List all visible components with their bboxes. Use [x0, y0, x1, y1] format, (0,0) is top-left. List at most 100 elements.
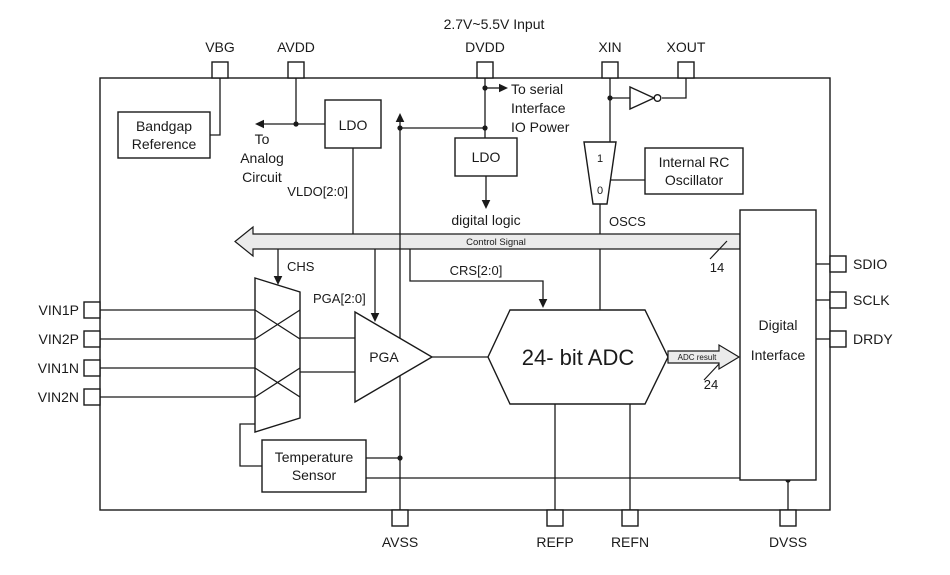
crs-arrow-icon — [538, 299, 548, 308]
input-mux-crossbar-icon — [254, 309, 301, 398]
to-analog-line-2: Analog — [240, 150, 284, 166]
junction-dot — [607, 95, 613, 101]
pin-dvss — [779, 509, 797, 527]
pga-label: PGA — [369, 349, 399, 365]
wire-temp-mux — [239, 423, 262, 467]
pin-vin2n — [83, 388, 101, 406]
wire-vbg-bandgap — [210, 78, 221, 136]
pga-block — [354, 310, 434, 404]
ldo1-block — [324, 99, 382, 149]
bottom-pins: AVSS REFP REFN DVSS — [382, 509, 807, 550]
pin-avdd — [287, 61, 305, 79]
pin-label-sdio: SDIO — [853, 256, 887, 272]
ldo2-block — [454, 137, 518, 177]
clock-mux-input-1-label: 1 — [597, 153, 603, 165]
pin-avss — [391, 509, 409, 527]
bandgap-label-1: Bandgap — [136, 118, 192, 134]
bus-width-tick-icon — [709, 240, 728, 260]
digital-interface-label-2: Interface — [751, 347, 806, 363]
clock-mux — [583, 141, 617, 205]
pin-label-dvss: DVSS — [769, 534, 807, 550]
pin-refn — [621, 509, 639, 527]
wire-crs — [409, 249, 544, 300]
pga-ctrl-arrow-icon — [370, 313, 380, 322]
to-serial-arrow-icon — [499, 83, 508, 93]
pin-vin1n — [83, 359, 101, 377]
wires — [100, 78, 830, 510]
temperature-sensor-block — [261, 439, 367, 493]
input-mux — [254, 277, 301, 433]
to-analog-line-1: To — [255, 131, 270, 147]
control-signal-bus-arrow-icon — [234, 225, 741, 258]
pin-label-sclk: SCLK — [853, 292, 890, 308]
adc-block — [487, 309, 669, 405]
to-analog-line-3: Circuit — [242, 169, 282, 185]
oscillator-buffer-icon — [629, 85, 656, 111]
pin-xout — [677, 61, 695, 79]
left-pins: VIN1P VIN2P VIN1N VIN2N — [38, 301, 101, 406]
adc-label: 24- bit ADC — [522, 345, 635, 370]
pin-vin2p — [83, 330, 101, 348]
digital-interface-block — [739, 209, 817, 481]
to-serial-line-1: To serial — [511, 81, 563, 97]
to-serial-line-2: Interface — [511, 100, 566, 116]
junction-dot — [397, 455, 403, 461]
to-analog-arrow-icon — [255, 119, 264, 129]
pin-label-xout: XOUT — [667, 39, 706, 55]
pin-vin1p — [83, 301, 101, 319]
pin-refp — [546, 509, 564, 527]
junction-dot — [482, 125, 488, 131]
pin-xin — [601, 61, 619, 79]
pin-sclk — [829, 291, 847, 309]
adc-result-label: ADC result — [678, 353, 717, 362]
chs-label: CHS — [287, 259, 315, 274]
pin-sdio — [829, 255, 847, 273]
bandgap-label-2: Reference — [132, 136, 197, 152]
bus-width-label: 14 — [710, 260, 724, 275]
pin-label-refn: REFN — [611, 534, 649, 550]
pin-label-vin2n: VIN2N — [38, 389, 79, 405]
control-signal-label: Control Signal — [466, 237, 526, 248]
right-pins: SDIO SCLK DRDY — [829, 255, 893, 348]
oscs-label: OSCS — [609, 214, 646, 229]
bandgap-reference-block — [117, 111, 211, 159]
junction-dot — [397, 125, 403, 131]
rc-osc-label-1: Internal RC — [659, 154, 730, 170]
rc-oscillator-block — [644, 147, 744, 195]
junction-dot — [293, 121, 299, 127]
pin-label-drdy: DRDY — [853, 331, 893, 347]
supply-range-note: 2.7V~5.5V Input — [444, 16, 545, 32]
pin-label-xin: XIN — [598, 39, 621, 55]
digital-interface-label-1: Digital — [759, 317, 798, 333]
top-pins: VBG AVDD DVDD XIN XOUT 2.7V~5.5V Input — [205, 16, 706, 79]
inverter-bubble-icon — [653, 93, 662, 102]
pga-ctrl-label: PGA[2:0] — [313, 291, 366, 306]
to-serial-line-3: IO Power — [511, 119, 570, 135]
pin-label-avdd: AVDD — [277, 39, 315, 55]
arrowheads — [255, 83, 548, 322]
adc-width-tick-icon — [703, 363, 720, 381]
annotations: To Analog Circuit To serial Interface IO… — [240, 81, 646, 306]
ldo2-label: LDO — [472, 149, 501, 165]
adc-width-label: 24 — [704, 377, 718, 392]
adc-result-bus-arrow-icon — [667, 343, 741, 371]
digital-logic-arrow-icon — [481, 200, 491, 209]
junction-dot — [482, 85, 488, 91]
pin-label-dvdd: DVDD — [465, 39, 505, 55]
pin-label-vin1p: VIN1P — [39, 302, 79, 318]
temp-sensor-label-1: Temperature — [275, 449, 354, 465]
rail-up-arrow-icon — [395, 113, 405, 122]
pin-vbg — [211, 61, 229, 79]
crs-label: CRS[2:0] — [450, 263, 503, 278]
pin-dvdd — [476, 61, 494, 79]
pin-drdy — [829, 330, 847, 348]
chs-arrow-icon — [273, 276, 283, 285]
ldo1-label: LDO — [339, 117, 368, 133]
pin-label-vbg: VBG — [205, 39, 235, 55]
pin-label-refp: REFP — [536, 534, 573, 550]
digital-logic-label: digital logic — [451, 212, 520, 228]
rc-osc-label-2: Oscillator — [665, 172, 724, 188]
clock-mux-input-0-label: 0 — [597, 185, 603, 197]
